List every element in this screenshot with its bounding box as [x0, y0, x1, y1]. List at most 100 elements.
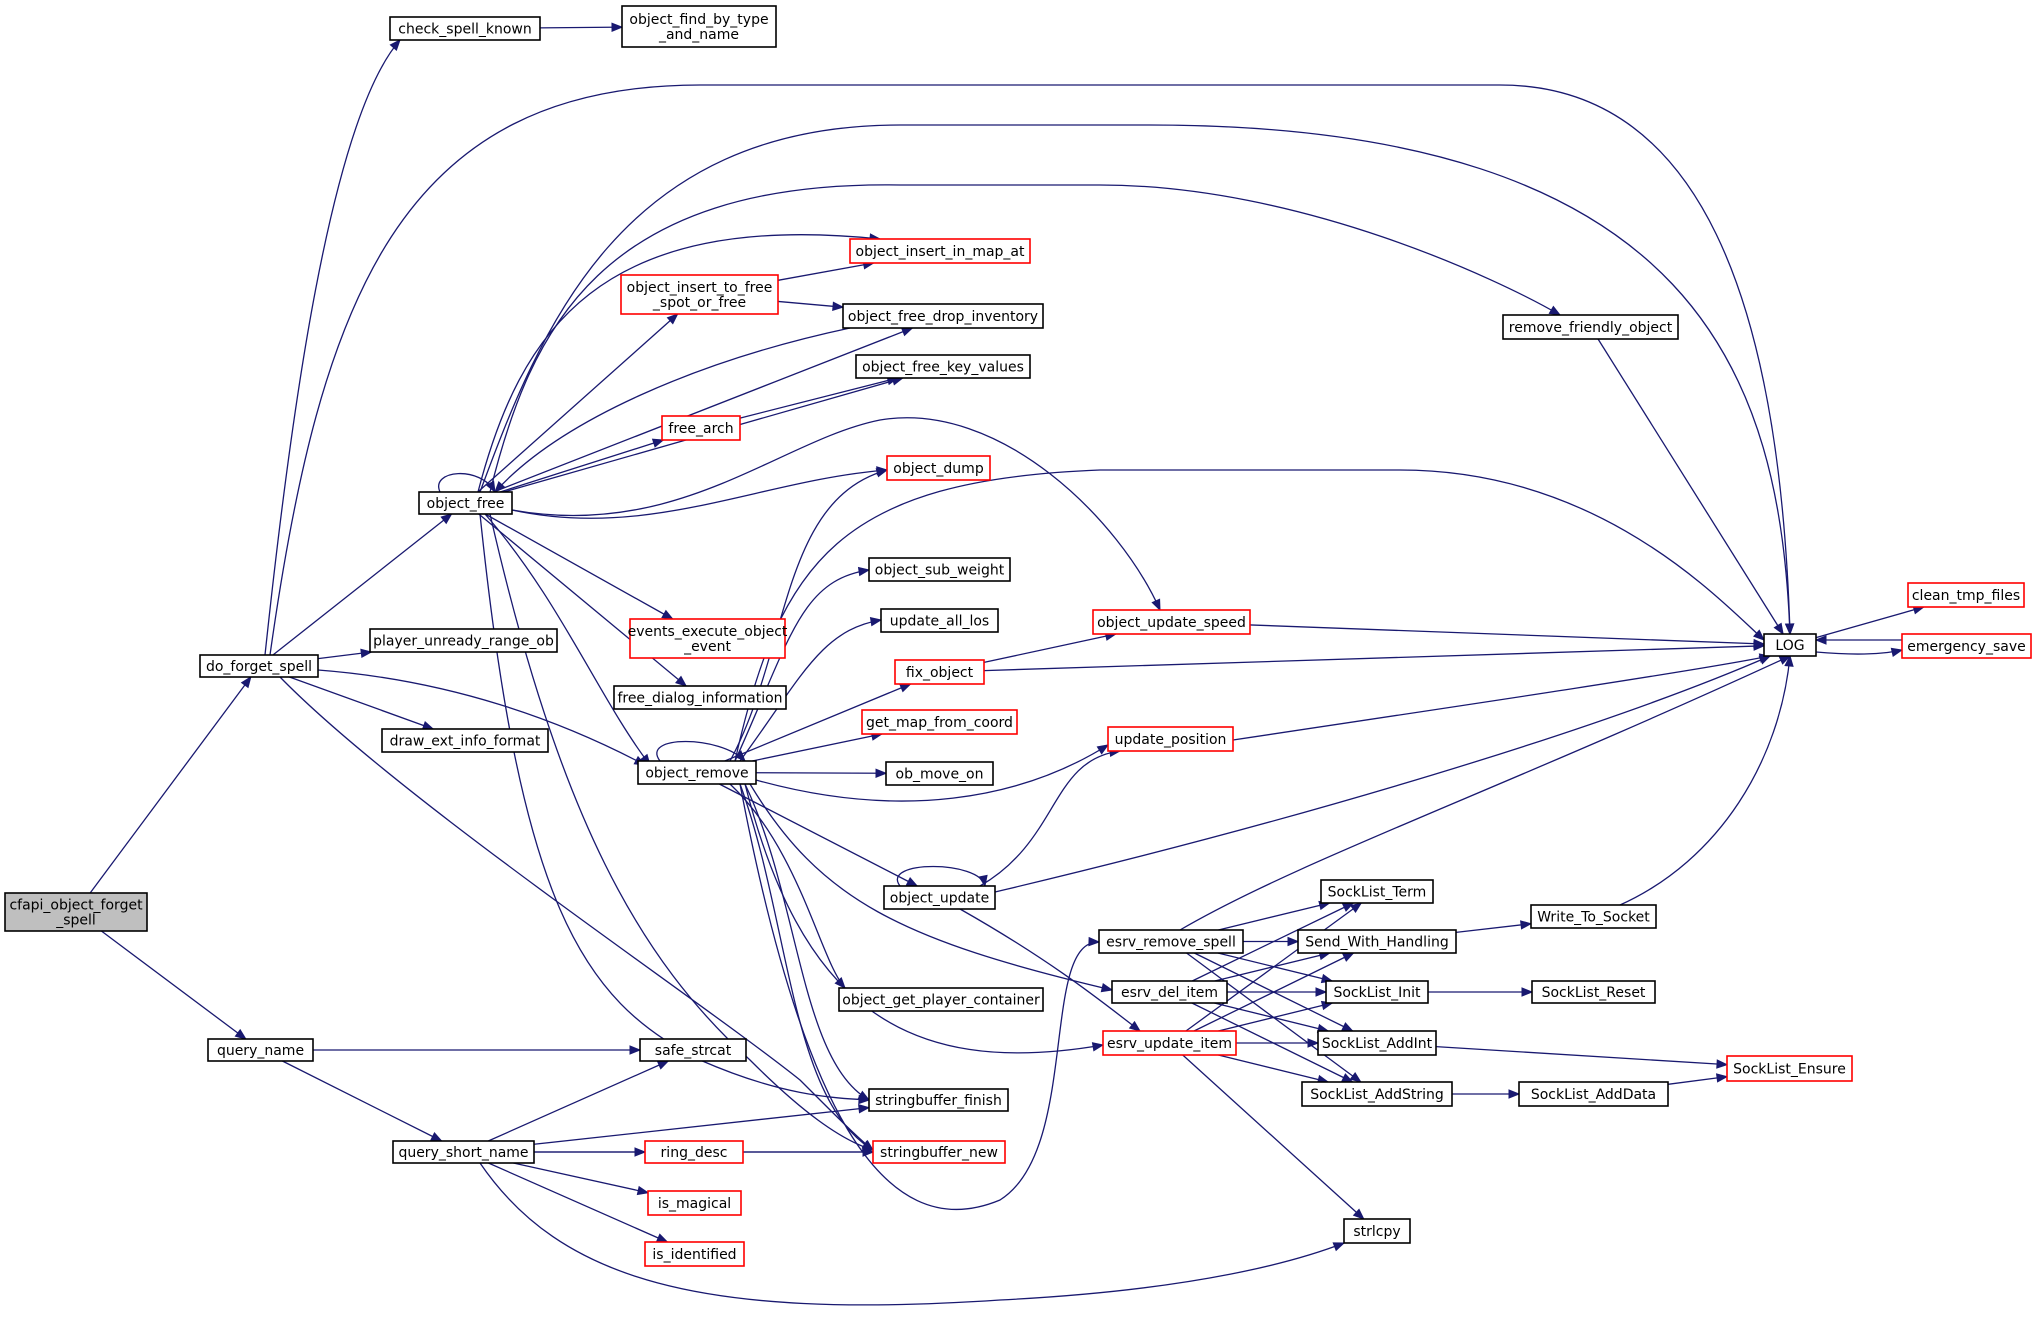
node-SockList_AddData[interactable]: SockList_AddData — [1518, 1081, 1669, 1107]
node-player_unready_range_ob[interactable]: player_unready_range_ob — [369, 628, 558, 653]
node-box[interactable] — [1111, 980, 1228, 1004]
node-SockList_AddInt[interactable]: SockList_AddInt — [1317, 1030, 1437, 1056]
node-ring_desc[interactable]: ring_desc — [644, 1140, 744, 1164]
node-box[interactable] — [855, 354, 1031, 379]
node-clean_tmp_files[interactable]: clean_tmp_files — [1907, 582, 2025, 608]
node-box[interactable] — [1297, 929, 1457, 954]
node-box[interactable] — [885, 761, 994, 786]
node-get_map_from_coord[interactable]: get_map_from_coord — [861, 709, 1018, 735]
node-update_position[interactable]: update_position — [1107, 726, 1234, 752]
node-stringbuffer_finish[interactable]: stringbuffer_finish — [868, 1088, 1009, 1112]
node-box[interactable] — [886, 455, 991, 481]
node-box[interactable] — [842, 303, 1044, 329]
node-box[interactable] — [1763, 633, 1817, 657]
node-box[interactable] — [647, 1190, 742, 1216]
node-box[interactable] — [849, 238, 1031, 264]
node-box[interactable] — [838, 987, 1044, 1012]
node-stringbuffer_new[interactable]: stringbuffer_new — [872, 1140, 1006, 1164]
node-query_name[interactable]: query_name — [207, 1038, 314, 1062]
node-object_insert_in_map_at[interactable]: object_insert_in_map_at — [849, 238, 1031, 264]
node-box[interactable] — [637, 760, 757, 785]
node-check_spell_known[interactable]: check_spell_known — [389, 16, 541, 41]
node-box[interactable] — [872, 1140, 1006, 1164]
node-events_execute[interactable]: events_execute_object_event — [628, 618, 788, 659]
node-is_identified[interactable]: is_identified — [644, 1241, 745, 1267]
node-box[interactable] — [883, 885, 996, 910]
node-box[interactable] — [207, 1038, 314, 1062]
node-box[interactable] — [1531, 980, 1656, 1004]
node-box[interactable] — [1343, 1218, 1411, 1244]
node-Send_With_Handling[interactable]: Send_With_Handling — [1297, 929, 1457, 954]
node-box[interactable] — [1530, 904, 1657, 929]
node-ob_move_on[interactable]: ob_move_on — [885, 761, 994, 786]
node-SockList_Ensure[interactable]: SockList_Ensure — [1726, 1055, 1853, 1082]
node-box[interactable] — [1107, 726, 1234, 752]
node-object_remove[interactable]: object_remove — [637, 760, 757, 785]
node-esrv_remove_spell[interactable]: esrv_remove_spell — [1098, 929, 1244, 954]
node-SockList_Init[interactable]: SockList_Init — [1325, 980, 1429, 1004]
node-box[interactable] — [1098, 929, 1244, 954]
node-object_update_speed[interactable]: object_update_speed — [1092, 609, 1251, 635]
node-esrv_update_item[interactable]: esrv_update_item — [1102, 1030, 1237, 1056]
node-object_insert_to_free[interactable]: object_insert_to_free_spot_or_free — [620, 274, 779, 315]
node-box[interactable] — [861, 709, 1018, 735]
node-draw_ext_info_format[interactable]: draw_ext_info_format — [381, 728, 549, 753]
node-box[interactable] — [661, 415, 741, 441]
node-box[interactable] — [613, 685, 787, 710]
node-box[interactable] — [389, 16, 541, 41]
node-box[interactable] — [1102, 1030, 1237, 1056]
node-free_dialog_information[interactable]: free_dialog_information — [613, 685, 787, 710]
node-object_get_player_container[interactable]: object_get_player_container — [838, 987, 1044, 1012]
node-box[interactable] — [369, 628, 558, 653]
node-object_find_by_type[interactable]: object_find_by_type_and_name — [621, 5, 777, 48]
node-box[interactable] — [629, 618, 786, 659]
node-box[interactable] — [1325, 980, 1429, 1004]
node-SockList_Term[interactable]: SockList_Term — [1320, 879, 1434, 904]
node-box[interactable] — [1320, 879, 1434, 904]
node-box[interactable] — [392, 1140, 535, 1164]
node-free_arch[interactable]: free_arch — [661, 415, 741, 441]
node-box[interactable] — [4, 892, 148, 932]
node-emergency_save[interactable]: emergency_save — [1901, 633, 2032, 659]
node-box[interactable] — [621, 5, 777, 48]
node-box[interactable] — [1518, 1081, 1669, 1107]
node-box[interactable] — [868, 1088, 1009, 1112]
node-box[interactable] — [1301, 1081, 1453, 1107]
node-update_all_los[interactable]: update_all_los — [880, 608, 999, 633]
node-query_short_name[interactable]: query_short_name — [392, 1140, 535, 1164]
node-strlcpy[interactable]: strlcpy — [1343, 1218, 1411, 1244]
node-cfapi[interactable]: cfapi_object_forget_spell — [4, 892, 148, 932]
node-box[interactable] — [1502, 314, 1679, 340]
node-LOG[interactable]: LOG — [1763, 633, 1817, 657]
node-box[interactable] — [1907, 582, 2025, 608]
node-object_sub_weight[interactable]: object_sub_weight — [868, 557, 1011, 582]
node-object_dump[interactable]: object_dump — [886, 455, 991, 481]
node-box[interactable] — [381, 728, 549, 753]
node-object_free_key_values[interactable]: object_free_key_values — [855, 354, 1031, 379]
node-box[interactable] — [620, 274, 779, 315]
node-remove_friendly_object[interactable]: remove_friendly_object — [1502, 314, 1679, 340]
node-SockList_Reset[interactable]: SockList_Reset — [1531, 980, 1656, 1004]
node-SockList_AddString[interactable]: SockList_AddString — [1301, 1081, 1453, 1107]
node-box[interactable] — [868, 557, 1011, 582]
node-box[interactable] — [644, 1241, 745, 1267]
node-box[interactable] — [1092, 609, 1251, 635]
node-box[interactable] — [1726, 1055, 1853, 1082]
node-esrv_del_item[interactable]: esrv_del_item — [1111, 980, 1228, 1004]
node-box[interactable] — [894, 659, 985, 685]
node-box[interactable] — [418, 491, 513, 515]
node-is_magical[interactable]: is_magical — [647, 1190, 742, 1216]
node-fix_object[interactable]: fix_object — [894, 659, 985, 685]
node-box[interactable] — [639, 1038, 747, 1062]
node-box[interactable] — [644, 1140, 744, 1164]
node-box[interactable] — [880, 608, 999, 633]
node-object_free[interactable]: object_free — [418, 491, 513, 515]
node-object_free_drop_inventory[interactable]: object_free_drop_inventory — [842, 303, 1044, 329]
node-box[interactable] — [199, 654, 319, 678]
node-Write_To_Socket[interactable]: Write_To_Socket — [1530, 904, 1657, 929]
node-safe_strcat[interactable]: safe_strcat — [639, 1038, 747, 1062]
node-box[interactable] — [1317, 1030, 1437, 1056]
node-do_forget_spell[interactable]: do_forget_spell — [199, 654, 319, 678]
node-object_update[interactable]: object_update — [883, 885, 996, 910]
node-box[interactable] — [1901, 633, 2032, 659]
